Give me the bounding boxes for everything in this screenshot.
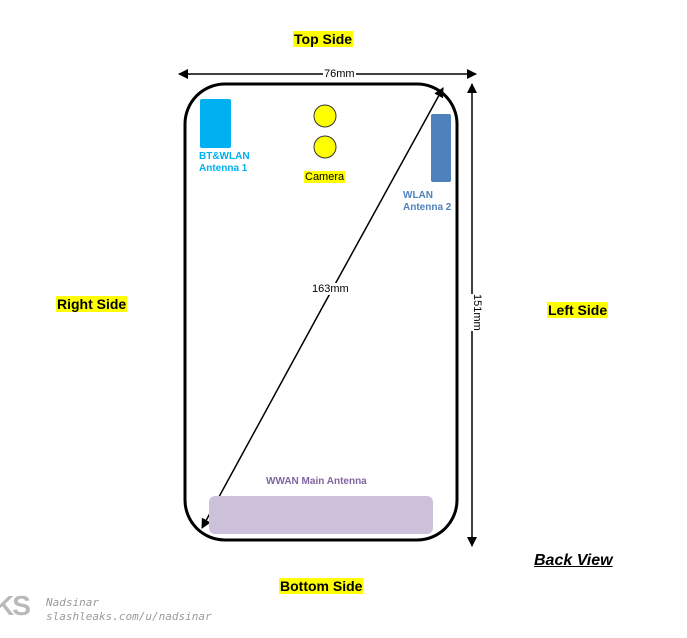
right-side-label: Right Side <box>56 296 128 312</box>
left-side-label: Left Side <box>547 302 609 318</box>
diagonal-dimension-label: 163mm <box>312 283 349 295</box>
wlan-antenna-2 <box>431 114 451 182</box>
camera-label: Camera <box>304 171 346 183</box>
wwan-label: WWAN Main Antenna <box>266 476 367 487</box>
height-dimension-label: 151mm <box>471 294 483 331</box>
back-view-label: Back View <box>534 552 613 569</box>
bt-wlan-antenna-1 <box>200 99 231 148</box>
diagonal-arrow-up <box>321 87 444 309</box>
phone-outline <box>183 82 459 542</box>
watermark-url: slashleaks.com/u/nadsinar <box>46 610 212 623</box>
bottom-side-label: Bottom Side <box>279 578 364 594</box>
camera-lens-bottom <box>313 135 337 159</box>
antenna-2-label-line2: Antenna 2 <box>403 202 452 213</box>
diagonal-arrow-down <box>201 307 323 529</box>
antenna-1-label-line1: BT&WLAN <box>199 151 250 162</box>
antenna-2-label-line1: WLAN <box>403 190 433 201</box>
top-side-label: Top Side <box>293 31 354 47</box>
wwan-main-antenna <box>209 496 433 534</box>
width-dimension-label: 76mm <box>323 68 356 80</box>
antenna-1-label-line2: Antenna 1 <box>199 163 248 174</box>
camera-lens-top <box>313 104 337 128</box>
watermark-logo: KS <box>0 590 31 621</box>
watermark-user: Nadsinar <box>46 596 99 609</box>
